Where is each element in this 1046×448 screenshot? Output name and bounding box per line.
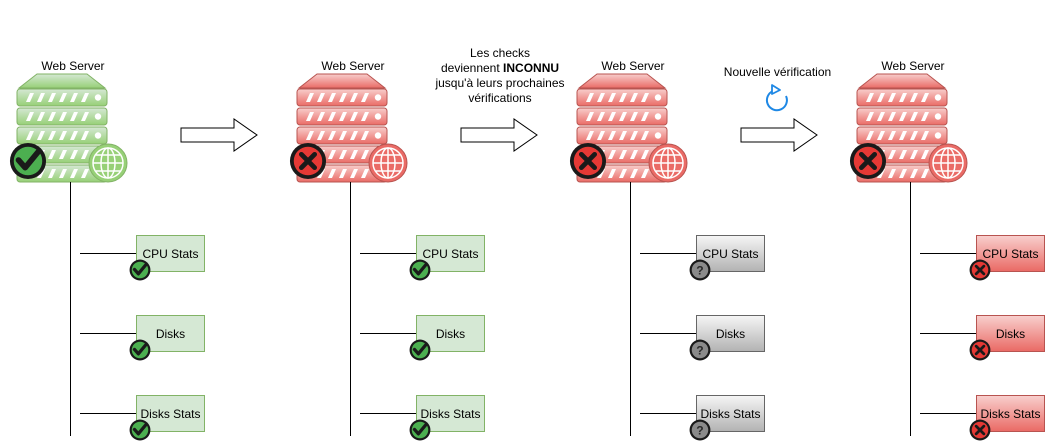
connector-horizontal xyxy=(80,253,136,254)
connector-horizontal xyxy=(360,333,416,334)
check-label: Disks Stats xyxy=(420,406,481,421)
check-label: Disks xyxy=(155,326,186,341)
transition-arrow-1 xyxy=(180,118,258,152)
check-icon xyxy=(9,142,47,180)
connector-horizontal xyxy=(360,253,416,254)
svg-text:?: ? xyxy=(696,423,703,437)
check-icon xyxy=(129,339,151,361)
unknown-keyword: INCONNU xyxy=(503,61,560,75)
check-label: Disks Stats xyxy=(980,406,1041,421)
check-label: CPU Stats xyxy=(982,246,1039,261)
check-label: Disks Stats xyxy=(700,406,761,421)
cross-icon xyxy=(849,142,887,180)
connector-horizontal xyxy=(640,333,696,334)
connector-vertical xyxy=(910,182,911,436)
connector-vertical xyxy=(630,182,631,436)
check-icon xyxy=(409,259,431,281)
check-box[interactable]: Disks xyxy=(416,315,485,352)
connector-vertical xyxy=(70,182,71,436)
refresh-icon xyxy=(764,82,792,112)
unknown-transition-note: Les checks deviennent INCONNU jusqu'à le… xyxy=(425,46,575,106)
cross-icon xyxy=(569,142,607,180)
check-icon xyxy=(129,419,151,441)
globe-icon xyxy=(367,142,409,184)
check-label: Disks xyxy=(715,326,746,341)
question-icon: ? xyxy=(689,339,711,361)
cross-icon xyxy=(969,419,991,441)
check-icon xyxy=(129,259,151,281)
connector-horizontal xyxy=(640,253,696,254)
check-label: Disks Stats xyxy=(140,406,201,421)
connector-horizontal xyxy=(920,413,976,414)
cross-icon xyxy=(969,259,991,281)
connector-vertical xyxy=(350,182,351,436)
web-server-icon[interactable] xyxy=(0,66,119,186)
connector-horizontal xyxy=(640,413,696,414)
check-icon xyxy=(409,419,431,441)
connector-horizontal xyxy=(920,253,976,254)
globe-icon xyxy=(647,142,689,184)
cross-icon xyxy=(969,339,991,361)
check-label: CPU Stats xyxy=(142,246,199,261)
svg-text:?: ? xyxy=(696,263,703,277)
globe-icon xyxy=(927,142,969,184)
note-line-2-text: deviennent xyxy=(440,61,504,75)
check-box[interactable]: Disks Stats xyxy=(696,395,765,432)
note-line-4: vérifications xyxy=(468,91,532,105)
note-line-3: jusqu'à leurs prochaines xyxy=(435,76,565,90)
server-label: Web Server xyxy=(881,59,945,73)
recheck-note: Nouvelle vérification xyxy=(723,65,832,79)
transition-arrow-2 xyxy=(460,118,538,152)
connector-horizontal xyxy=(80,333,136,334)
connector-horizontal xyxy=(920,333,976,334)
cross-icon xyxy=(289,142,327,180)
server-label: Web Server xyxy=(41,59,105,73)
globe-icon xyxy=(87,142,129,184)
check-box[interactable]: Disks xyxy=(976,315,1045,352)
connector-horizontal xyxy=(360,413,416,414)
connector-horizontal xyxy=(80,413,136,414)
check-box[interactable]: Disks Stats xyxy=(976,395,1045,432)
check-label: Disks xyxy=(435,326,466,341)
server-label: Web Server xyxy=(601,59,665,73)
check-label: CPU Stats xyxy=(422,246,479,261)
question-icon: ? xyxy=(689,419,711,441)
note-line-2: deviennent INCONNU xyxy=(425,61,575,76)
check-label: Disks xyxy=(995,326,1026,341)
check-label: CPU Stats xyxy=(702,246,759,261)
transition-arrow-3 xyxy=(740,118,818,152)
check-icon xyxy=(409,339,431,361)
svg-text:?: ? xyxy=(696,343,703,357)
question-icon: ? xyxy=(689,259,711,281)
server-label: Web Server xyxy=(321,59,385,73)
note-line-1: Les checks xyxy=(469,46,531,60)
